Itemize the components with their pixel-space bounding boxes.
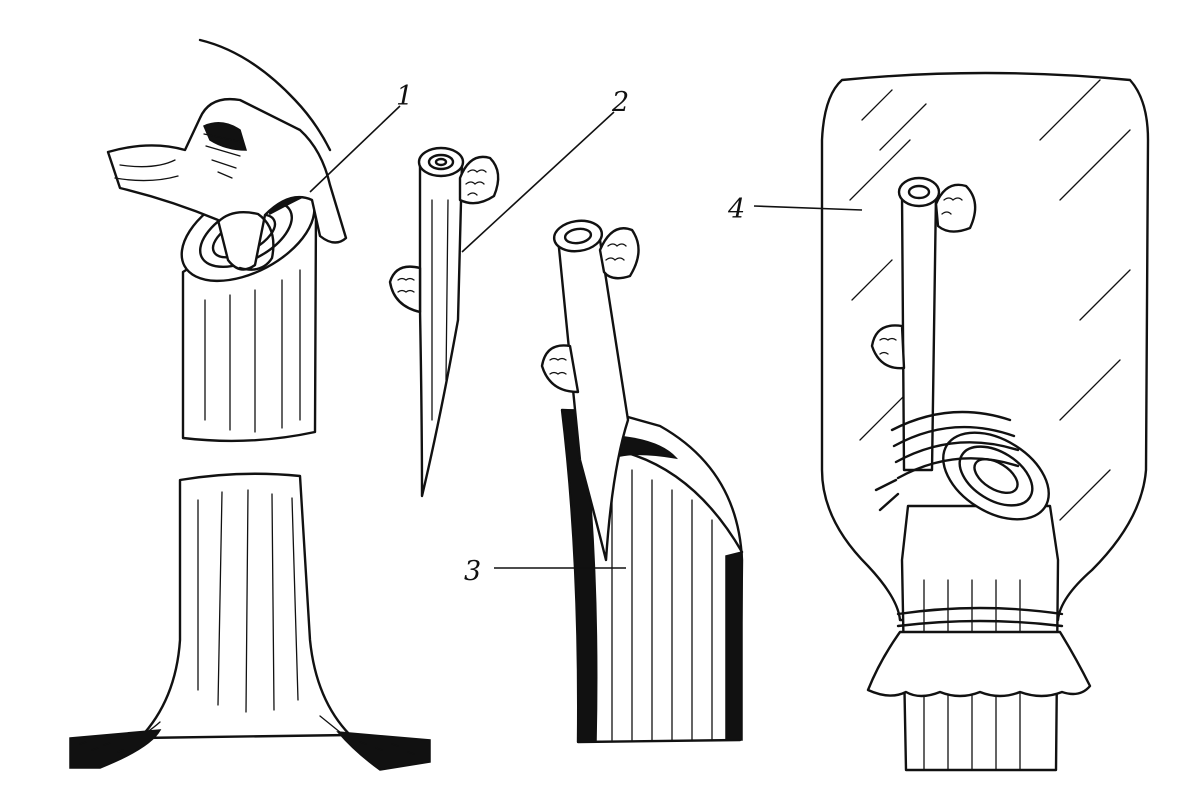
callout-2: 2 [461, 87, 629, 253]
rootstock-stage [69, 38, 431, 771]
ground-soil [69, 729, 431, 771]
callout-4: 4 [727, 194, 863, 225]
cleft-graft-section [540, 219, 744, 744]
callout-label-1: 1 [396, 81, 413, 112]
rootstock-trunk [95, 472, 381, 766]
callout-label-3: 3 [464, 556, 481, 587]
callout-label-2: 2 [611, 87, 629, 118]
bottle-covered-graft [820, 71, 1150, 772]
scion-cutting [388, 146, 500, 498]
callout-label-4: 4 [727, 194, 745, 225]
hand-icon [106, 38, 348, 271]
callout-1: 1 [309, 81, 413, 193]
callout-3: 3 [464, 556, 626, 587]
